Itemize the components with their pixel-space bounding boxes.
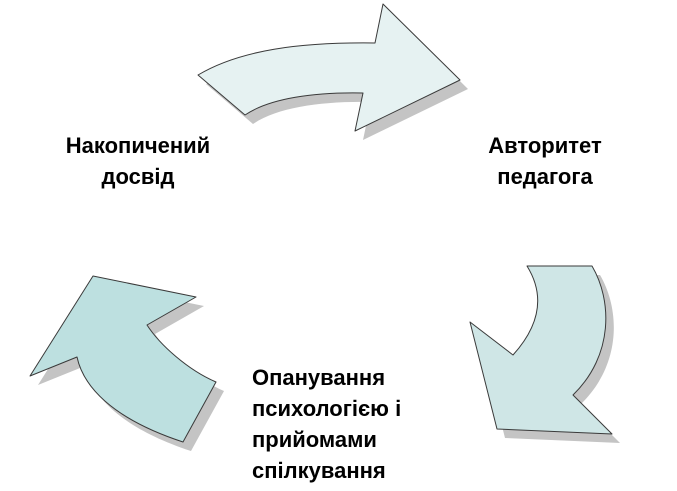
node-accumulated-experience-line-2: досвід xyxy=(101,164,175,189)
node-teacher-authority-line-1: Авторитет xyxy=(488,133,602,158)
arrow-mastery-to-experience xyxy=(29,275,224,451)
node-mastering-line-4: спілкування xyxy=(252,458,386,483)
arrow-experience-to-authority xyxy=(197,3,468,140)
node-accumulated-experience: Накопичений досвід xyxy=(48,130,228,192)
node-accumulated-experience-line-1: Накопичений xyxy=(65,133,211,158)
node-teacher-authority: Авторитет педагога xyxy=(470,130,620,192)
node-mastering-line-1: Опанування xyxy=(252,365,386,390)
node-teacher-authority-line-2: педагога xyxy=(497,164,593,189)
node-mastering-psychology-communication: Опанування психологією і прийомами спілк… xyxy=(252,362,422,486)
node-mastering-line-2: психологією і xyxy=(252,396,402,421)
arrow-authority-to-mastery xyxy=(469,265,620,443)
node-mastering-line-3: прийомами xyxy=(252,427,377,452)
